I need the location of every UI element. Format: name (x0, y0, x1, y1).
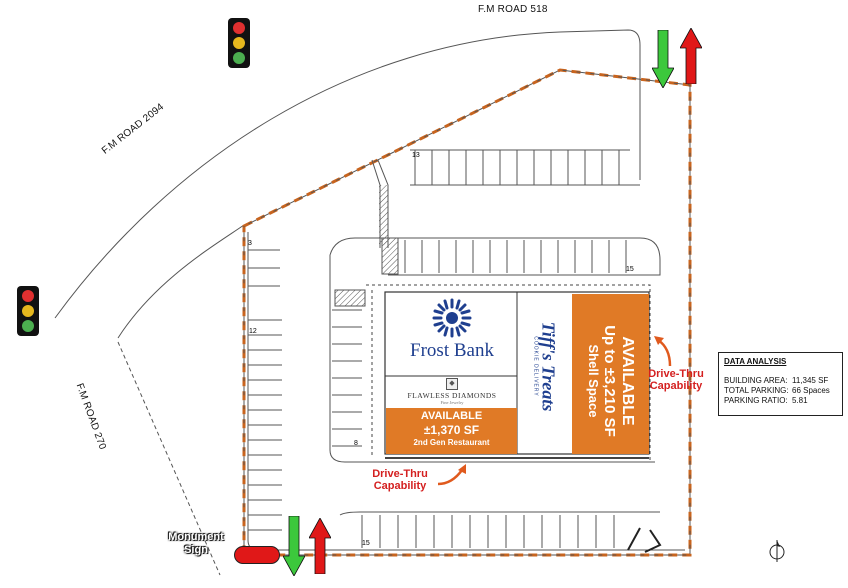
parking-count: 3 (248, 240, 252, 247)
parking-count: 13 (412, 152, 420, 159)
callout-line: Capability (373, 480, 427, 492)
traffic-light-icon (228, 18, 250, 68)
frost-bank-name: Frost Bank (410, 340, 494, 361)
callout-line: Capability (649, 380, 703, 392)
restaurant-note: 2nd Gen Restaurant (413, 438, 490, 447)
monument-sign-label: Monument Sign (158, 531, 234, 557)
drive-thru-callout-bottom: Drive-Thru Capability (360, 468, 440, 492)
data-row-total-parking: TOTAL PARKING: 66 Spaces (724, 386, 837, 396)
callout-line: Drive-Thru (648, 368, 704, 380)
tiffs-name: Tiff's Treats (538, 321, 559, 412)
exit-arrow-icon (309, 518, 331, 574)
data-label: PARKING RATIO: (724, 396, 788, 405)
monument-sign-marker (234, 546, 280, 564)
parking-count: 12 (249, 328, 257, 335)
callout-line: Drive-Thru (372, 468, 428, 480)
entry-arrow-icon (283, 516, 305, 576)
data-row-parking-ratio: PARKING RATIO: 5.81 (724, 396, 837, 406)
tenant-tiffs-treats: Tiff's Treats COOKIE DELIVERY (518, 293, 570, 453)
data-label: BUILDING AREA: (724, 376, 788, 385)
monument-line: Sign (184, 544, 208, 556)
entry-arrow-icon (652, 30, 674, 88)
frost-logo-icon (432, 298, 472, 338)
diamond-logo-icon: ◆ (446, 378, 458, 390)
parking-count: 8 (354, 440, 358, 447)
hatched-area-top (381, 237, 399, 275)
north-arrow-icon (769, 540, 785, 562)
traffic-light-icon (17, 286, 39, 336)
available-restaurant-space: AVAILABLE ±1,370 SF 2nd Gen Restaurant (386, 408, 517, 454)
parking-count: 15 (362, 540, 370, 547)
data-value: 66 Spaces (792, 386, 830, 395)
shell-available-title: AVAILABLE (619, 336, 636, 426)
tenant-frost-bank: Frost Bank (390, 298, 514, 372)
restaurant-available-title: AVAILABLE (420, 410, 483, 422)
parking-count: 15 (626, 266, 634, 273)
restaurant-size: ±1,370 SF (423, 423, 480, 437)
dumpster-enclosure (627, 527, 662, 553)
parking-stalls (248, 150, 627, 548)
data-label: TOTAL PARKING: (724, 386, 789, 395)
shell-size: Up to ±3,210 SF (601, 325, 618, 437)
data-value: 11,345 SF (792, 376, 829, 385)
fm-road-270-edge (117, 341, 221, 576)
callout-arrow-icon (654, 336, 672, 367)
fm-road-2094-edge (117, 224, 245, 339)
fm-road-518-edge (54, 29, 641, 319)
road-label-fm-518: F.M ROAD 518 (478, 4, 548, 15)
drive-thru-callout-right: Drive-Thru Capability (640, 368, 712, 392)
data-analysis-title: DATA ANALYSIS (724, 357, 787, 366)
tiffs-sub: COOKIE DELIVERY (532, 336, 539, 397)
data-value: 5.81 (792, 396, 808, 405)
flawless-name: FLAWLESS DIAMONDS (407, 391, 497, 400)
property-boundary (242, 68, 692, 557)
data-row-building-area: BUILDING AREA: 11,345 SF (724, 376, 837, 386)
flawless-sub: Fine Jewelry (440, 400, 464, 405)
walkway-hatch (379, 185, 388, 245)
callout-arrow-icon (437, 464, 466, 486)
shell-note: Shell Space (586, 344, 601, 418)
tenant-flawless-diamonds: ◆ FLAWLESS DIAMONDS Fine Jewelry (390, 377, 514, 407)
drive-thru-lane (366, 284, 651, 460)
exit-arrow-icon (680, 28, 702, 84)
data-analysis-box: DATA ANALYSIS BUILDING AREA: 11,345 SF T… (718, 352, 843, 416)
hatched-area-left (334, 289, 366, 307)
available-shell-space: AVAILABLE Up to ±3,210 SF Shell Space (572, 294, 649, 454)
monument-line: Monument (168, 531, 224, 543)
